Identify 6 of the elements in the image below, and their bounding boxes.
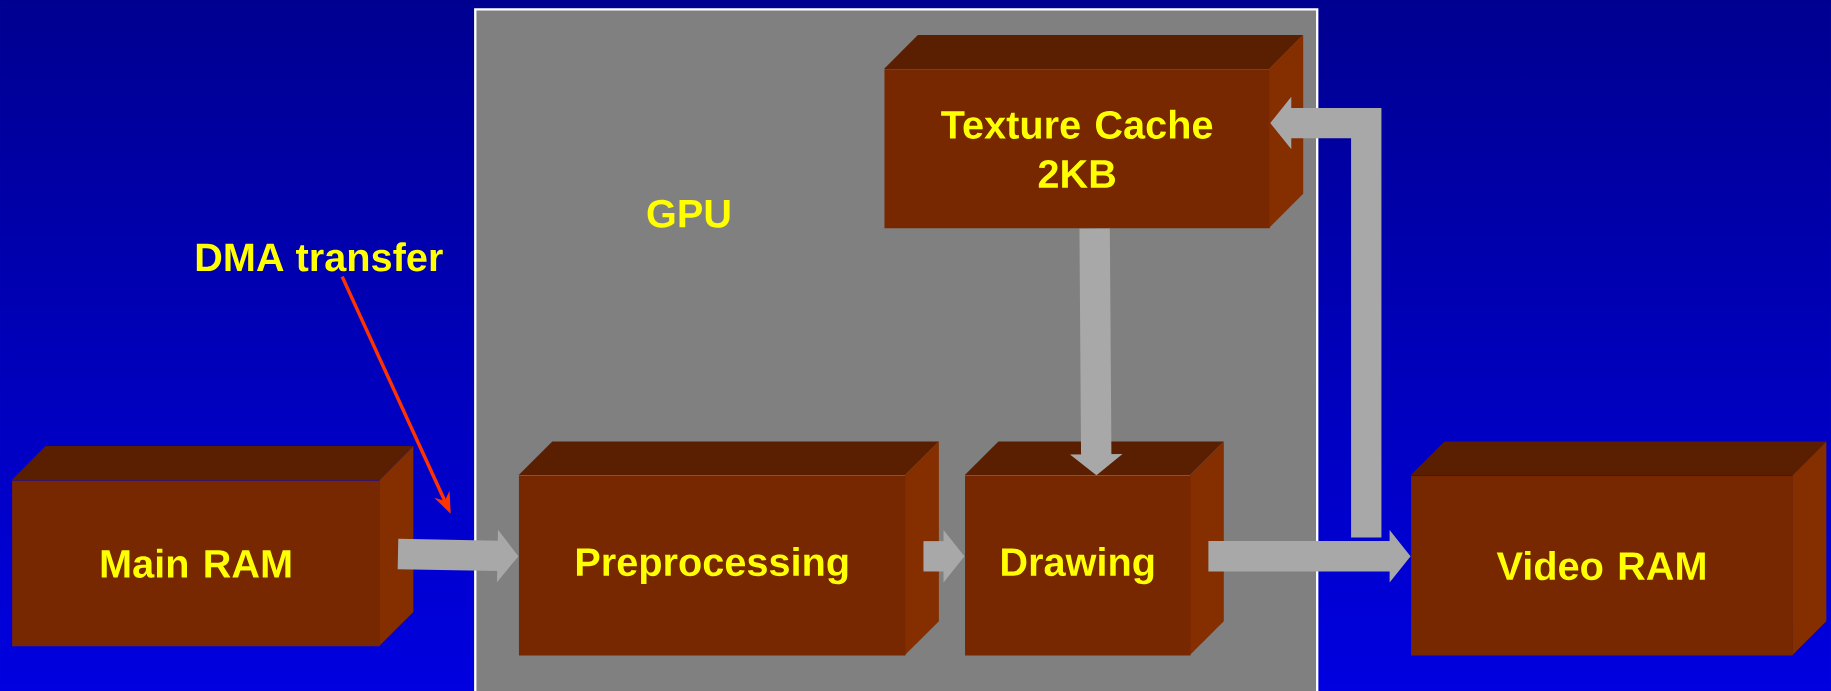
block: Drawing bbox=[964, 441, 1224, 656]
block: Preprocessing bbox=[518, 441, 939, 656]
block: Texture Cache 2KB bbox=[884, 34, 1304, 229]
block: Video RAM bbox=[1410, 441, 1827, 656]
block: Main RAM bbox=[11, 445, 414, 647]
annotation-text: DMA transfer bbox=[196, 242, 443, 272]
